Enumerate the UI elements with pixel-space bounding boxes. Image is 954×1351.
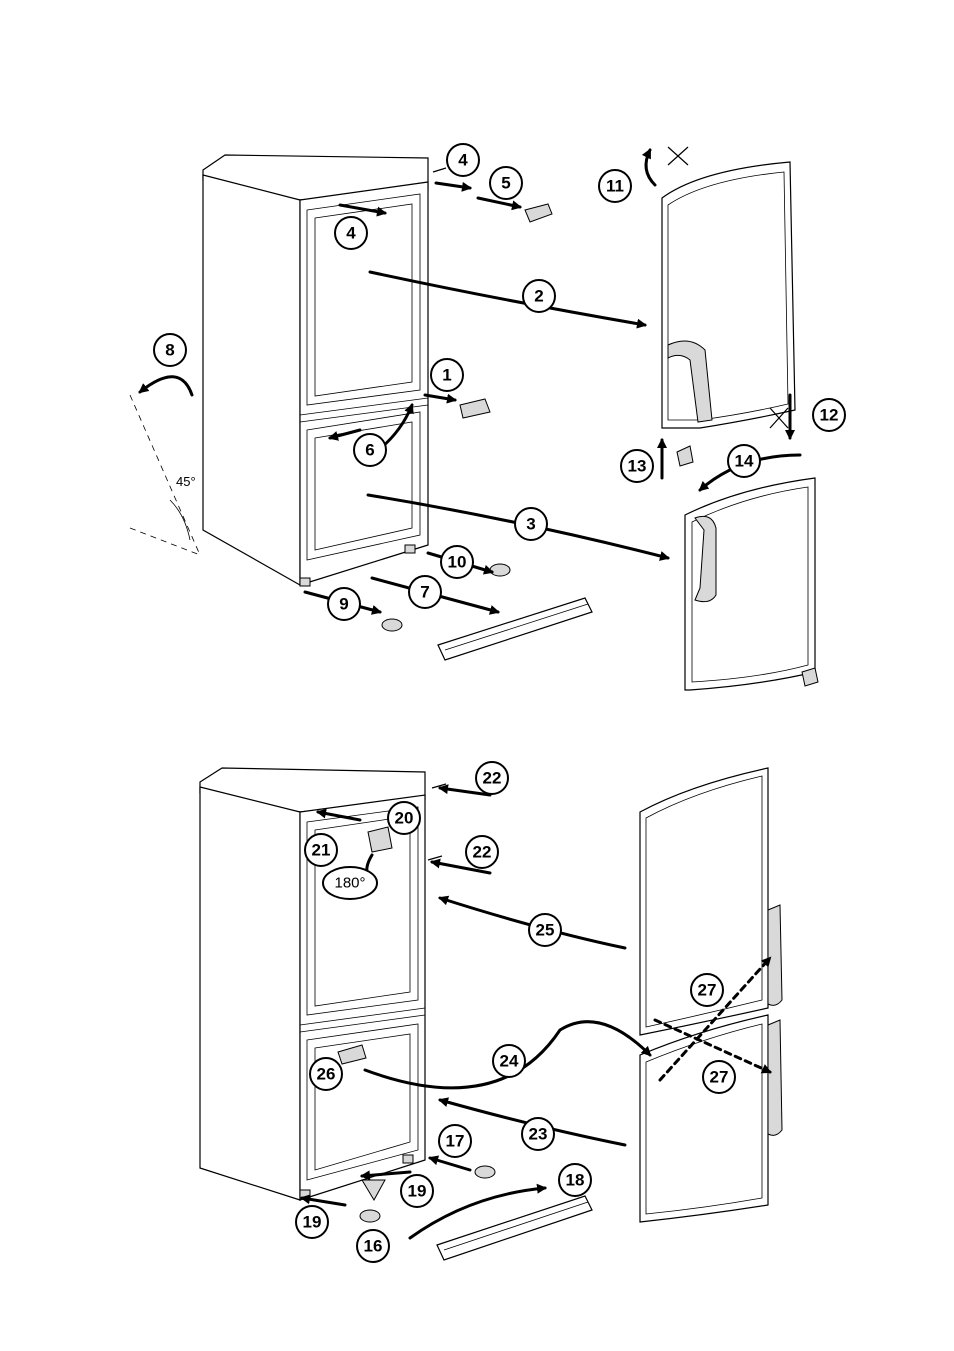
svg-text:26: 26 — [317, 1065, 336, 1084]
callout-top-11: 11 — [599, 170, 631, 202]
svg-text:5: 5 — [501, 174, 510, 193]
callout-bottom-24: 24 — [493, 1045, 525, 1077]
callout-top-14: 14 — [728, 445, 760, 477]
bottom-fridge-cabinet — [200, 768, 425, 1200]
svg-text:9: 9 — [339, 595, 348, 614]
callout-bottom-22b: 22 — [466, 836, 498, 868]
callout-top-4b: 4 — [335, 217, 367, 249]
svg-text:23: 23 — [529, 1125, 548, 1144]
tilt-angle-guide: 45° — [130, 395, 200, 555]
svg-text:19: 19 — [408, 1182, 427, 1201]
callout-top-3: 3 — [515, 508, 547, 540]
svg-text:27: 27 — [698, 981, 717, 1000]
callout-bottom-23: 23 — [522, 1118, 554, 1150]
callout-bottom-19a: 19 — [401, 1175, 433, 1207]
callout-top-7: 7 — [409, 576, 441, 608]
callout-bottom-26: 26 — [310, 1058, 342, 1090]
callout-bottom-19b: 19 — [296, 1206, 328, 1238]
callout-bottom-25: 25 — [529, 914, 561, 946]
svg-text:24: 24 — [500, 1052, 519, 1071]
callout-top-13: 13 — [621, 450, 653, 482]
svg-text:10: 10 — [448, 553, 467, 572]
svg-text:4: 4 — [346, 224, 356, 243]
svg-text:20: 20 — [395, 809, 414, 828]
svg-text:19: 19 — [303, 1213, 322, 1232]
svg-text:13: 13 — [628, 457, 647, 476]
plinth-top — [438, 598, 592, 660]
callout-bottom-20: 20 — [388, 802, 420, 834]
callout-top-1: 1 — [431, 359, 463, 391]
svg-text:14: 14 — [735, 452, 754, 471]
callout-bottom-22a: 22 — [476, 762, 508, 794]
svg-text:21: 21 — [312, 841, 331, 860]
svg-text:1: 1 — [442, 366, 451, 385]
callout-top-12: 12 — [813, 399, 845, 431]
svg-text:180°: 180° — [334, 875, 365, 892]
callout-top-10: 10 — [441, 546, 473, 578]
svg-text:12: 12 — [820, 406, 839, 425]
svg-text:7: 7 — [420, 583, 429, 602]
callout-top-8: 8 — [154, 334, 186, 366]
svg-text:2: 2 — [534, 287, 543, 306]
svg-text:6: 6 — [365, 441, 374, 460]
svg-text:27: 27 — [710, 1068, 729, 1087]
callout-bottom-27a: 27 — [691, 974, 723, 1006]
callout-top-4a: 4 — [447, 144, 479, 176]
svg-text:11: 11 — [606, 177, 624, 196]
upper-door-top — [662, 162, 795, 428]
callout-top-9: 9 — [328, 588, 360, 620]
svg-text:25: 25 — [536, 921, 555, 940]
callout-top-2: 2 — [523, 280, 555, 312]
svg-text:18: 18 — [566, 1171, 585, 1190]
callout-bottom-27b: 27 — [703, 1061, 735, 1093]
callout-bottom-17: 17 — [439, 1125, 471, 1157]
svg-text:22: 22 — [473, 843, 492, 862]
top-fridge-cabinet — [203, 155, 428, 586]
callout-bottom-21: 21 — [305, 834, 337, 866]
callout-top-5: 5 — [490, 167, 522, 199]
plinth-bottom — [437, 1196, 592, 1260]
rotation-180-label: 180° — [323, 867, 377, 899]
svg-text:3: 3 — [526, 515, 535, 534]
callout-bottom-16: 16 — [357, 1230, 389, 1262]
svg-text:8: 8 — [165, 341, 174, 360]
svg-text:16: 16 — [364, 1237, 383, 1256]
svg-text:17: 17 — [446, 1132, 465, 1151]
callout-bottom-18: 18 — [559, 1164, 591, 1196]
callout-top-6: 6 — [354, 434, 386, 466]
lower-door-top — [685, 478, 815, 690]
angle-label: 45° — [176, 474, 196, 489]
svg-text:22: 22 — [483, 769, 502, 788]
svg-text:4: 4 — [458, 151, 468, 170]
